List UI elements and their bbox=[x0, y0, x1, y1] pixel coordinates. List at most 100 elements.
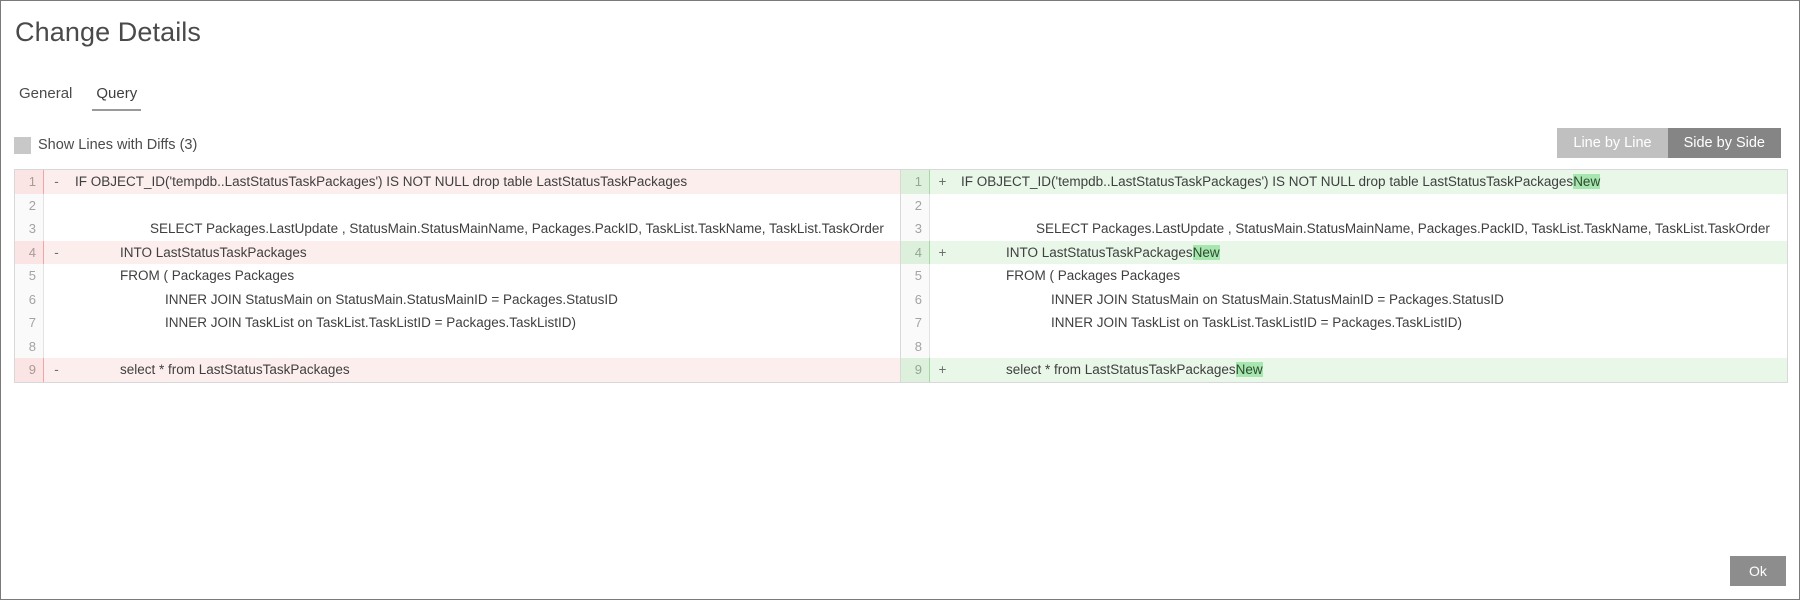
diff-row: 8 bbox=[901, 334, 1787, 358]
line-number: 4 bbox=[15, 240, 43, 264]
code-line: FROM ( Packages Packages bbox=[69, 264, 900, 288]
diff-marker: + bbox=[929, 358, 955, 382]
line-by-line-button[interactable]: Line by Line bbox=[1557, 128, 1668, 158]
code-line: INTO LastStatusTaskPackagesNew bbox=[955, 241, 1787, 265]
indent-space bbox=[75, 268, 120, 283]
code-text: FROM ( Packages Packages bbox=[1006, 268, 1181, 283]
inline-diff-highlight: New bbox=[1235, 362, 1263, 377]
code-line: INNER JOIN TaskList on TaskList.TaskList… bbox=[69, 311, 900, 335]
diff-row: 4+ INTO LastStatusTaskPackagesNew bbox=[901, 240, 1787, 265]
diff-marker bbox=[929, 264, 955, 288]
line-number: 8 bbox=[901, 334, 929, 358]
code-line: FROM ( Packages Packages bbox=[955, 264, 1787, 288]
inline-diff-highlight: New bbox=[1192, 244, 1220, 260]
code-text: INNER JOIN StatusMain on StatusMain.Stat… bbox=[1051, 291, 1504, 307]
diff-row: 5 FROM ( Packages Packages bbox=[15, 264, 900, 288]
code-line: SELECT Packages.LastUpdate , StatusMain.… bbox=[955, 217, 1787, 241]
diff-marker bbox=[929, 217, 955, 241]
code-line bbox=[69, 335, 900, 359]
page-title: Change Details bbox=[15, 17, 202, 47]
diff-marker: - bbox=[43, 358, 69, 382]
indent-space bbox=[75, 315, 165, 330]
diff-marker bbox=[929, 311, 955, 335]
code-line bbox=[69, 194, 900, 218]
line-number: 8 bbox=[15, 334, 43, 358]
line-number: 1 bbox=[901, 170, 929, 194]
line-number: 5 bbox=[15, 264, 43, 288]
diff-marker: + bbox=[929, 240, 955, 264]
diff-marker: + bbox=[929, 170, 955, 194]
line-number: 2 bbox=[15, 193, 43, 217]
line-number: 4 bbox=[901, 240, 929, 264]
inline-diff-highlight: New bbox=[1573, 174, 1601, 189]
diff-row: 7 INNER JOIN TaskList on TaskList.TaskLi… bbox=[901, 311, 1787, 335]
indent-space bbox=[75, 245, 120, 260]
code-text: SELECT Packages.LastUpdate , StatusMain.… bbox=[1036, 221, 1770, 236]
diff-row: 9+ select * from LastStatusTaskPackagesN… bbox=[901, 358, 1787, 382]
diff-row: 6 INNER JOIN StatusMain on StatusMain.St… bbox=[15, 287, 900, 312]
diff-row: 5 FROM ( Packages Packages bbox=[901, 264, 1787, 288]
line-number: 7 bbox=[15, 311, 43, 335]
diff-row: 7 INNER JOIN TaskList on TaskList.TaskLi… bbox=[15, 311, 900, 335]
line-number: 5 bbox=[901, 264, 929, 288]
diff-row: 9- select * from LastStatusTaskPackages bbox=[15, 358, 900, 382]
diff-row: 3 SELECT Packages.LastUpdate , StatusMai… bbox=[15, 217, 900, 241]
diff-row: 8 bbox=[15, 334, 900, 359]
tab-general[interactable]: General bbox=[15, 85, 76, 111]
indent-space bbox=[961, 268, 1006, 283]
diff-marker bbox=[929, 193, 955, 217]
diff-marker bbox=[929, 334, 955, 358]
diff-marker: - bbox=[43, 170, 69, 194]
indent-space bbox=[75, 362, 120, 377]
indent-space bbox=[961, 362, 1006, 377]
code-line: INTO LastStatusTaskPackages bbox=[69, 241, 900, 265]
code-text: SELECT Packages.LastUpdate , StatusMain.… bbox=[150, 221, 884, 236]
indent-space bbox=[75, 292, 165, 307]
code-text: IF OBJECT_ID('tempdb..LastStatusTaskPack… bbox=[75, 174, 688, 189]
line-number: 3 bbox=[901, 217, 929, 241]
code-text: select * from LastStatusTaskPackages bbox=[1006, 362, 1236, 377]
diff-row: 3 SELECT Packages.LastUpdate , StatusMai… bbox=[901, 217, 1787, 241]
code-text: INNER JOIN StatusMain on StatusMain.Stat… bbox=[165, 291, 618, 307]
view-mode-toggle: Line by Line Side by Side bbox=[1557, 128, 1781, 158]
code-line bbox=[955, 194, 1787, 218]
line-number: 6 bbox=[15, 287, 43, 311]
ok-button[interactable]: Ok bbox=[1730, 556, 1786, 586]
show-diffs-option: Show Lines with Diffs (3) bbox=[14, 135, 197, 155]
line-number: 9 bbox=[15, 358, 43, 382]
diff-row: 6 INNER JOIN StatusMain on StatusMain.St… bbox=[901, 287, 1787, 312]
line-number: 6 bbox=[901, 287, 929, 311]
diff-row: 4- INTO LastStatusTaskPackages bbox=[15, 240, 900, 265]
diff-pane-modified[interactable]: 1+IF OBJECT_ID('tempdb..LastStatusTaskPa… bbox=[901, 169, 1788, 383]
indent-space bbox=[961, 292, 1051, 307]
diff-marker bbox=[43, 287, 69, 311]
diff-row: 2 bbox=[15, 193, 900, 218]
diff-pane-original[interactable]: 1-IF OBJECT_ID('tempdb..LastStatusTaskPa… bbox=[14, 169, 901, 383]
code-line: INNER JOIN StatusMain on StatusMain.Stat… bbox=[69, 288, 900, 312]
code-text: INNER JOIN TaskList on TaskList.TaskList… bbox=[1051, 315, 1463, 330]
indent-space bbox=[961, 245, 1006, 260]
code-line: select * from LastStatusTaskPackagesNew bbox=[955, 358, 1787, 382]
line-number: 9 bbox=[901, 358, 929, 382]
line-number: 1 bbox=[15, 170, 43, 194]
tab-query[interactable]: Query bbox=[92, 85, 142, 111]
diff-marker bbox=[43, 311, 69, 335]
code-line: IF OBJECT_ID('tempdb..LastStatusTaskPack… bbox=[69, 170, 900, 194]
line-number: 3 bbox=[15, 217, 43, 241]
code-line: INNER JOIN TaskList on TaskList.TaskList… bbox=[955, 311, 1787, 335]
indent-space bbox=[961, 221, 1036, 236]
code-line: INNER JOIN StatusMain on StatusMain.Stat… bbox=[955, 288, 1787, 312]
diff-marker bbox=[43, 334, 69, 358]
diff-marker bbox=[43, 193, 69, 217]
diff-row: 1-IF OBJECT_ID('tempdb..LastStatusTaskPa… bbox=[15, 170, 900, 194]
code-text: IF OBJECT_ID('tempdb..LastStatusTaskPack… bbox=[961, 174, 1574, 189]
tabstrip: General Query bbox=[15, 85, 142, 111]
side-by-side-button[interactable]: Side by Side bbox=[1667, 128, 1781, 158]
diff-row: 1+ IF OBJECT_ID('tempdb..LastStatusTaskPa… bbox=[901, 170, 1787, 194]
line-number: 2 bbox=[901, 193, 929, 217]
line-number: 7 bbox=[901, 311, 929, 335]
diff-marker bbox=[43, 217, 69, 241]
show-diffs-checkbox[interactable] bbox=[14, 136, 31, 154]
indent-space bbox=[75, 221, 150, 236]
